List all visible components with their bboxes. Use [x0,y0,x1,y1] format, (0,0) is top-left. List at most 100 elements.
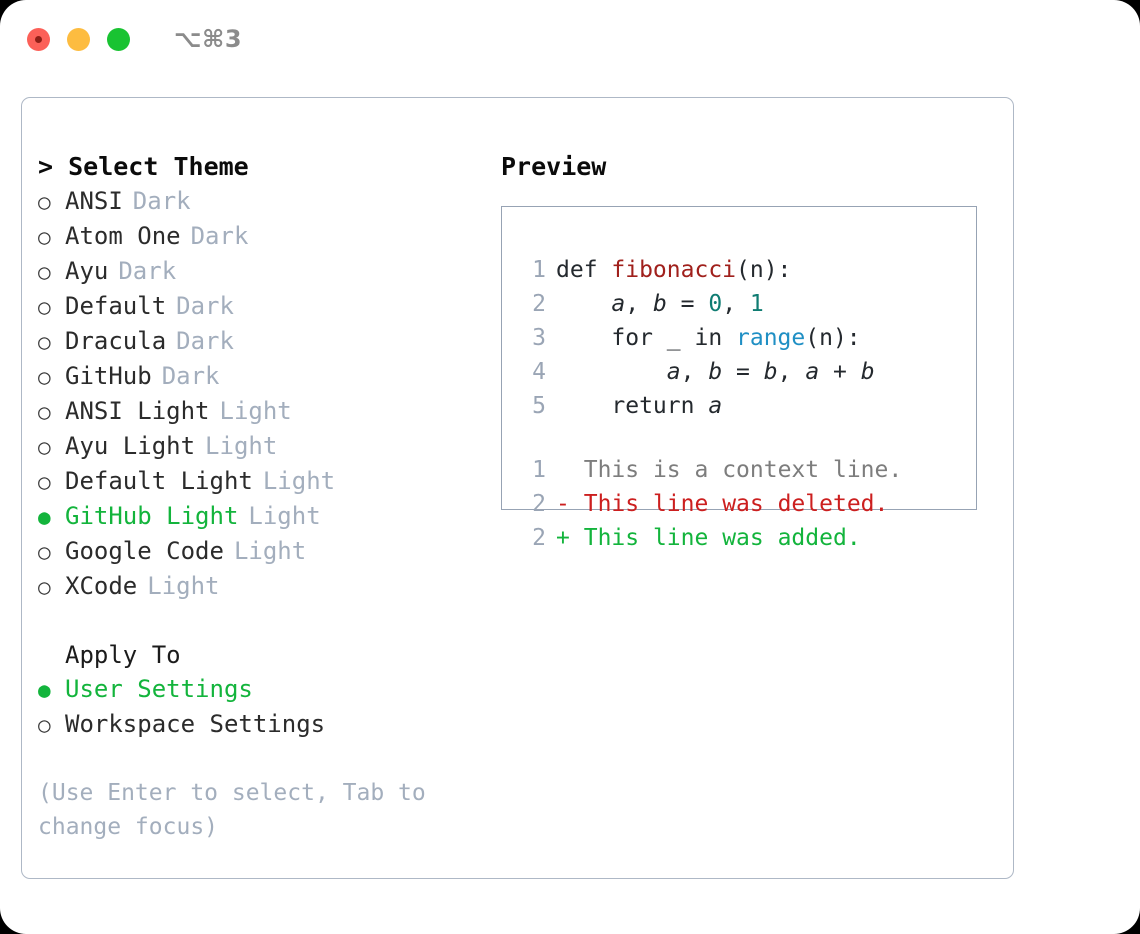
radio-unselected-icon: ○ [38,435,51,459]
line-number: 3 [532,325,546,351]
diff-line-text: This line was deleted. [583,491,889,517]
apply-to-heading: Apply To [65,641,181,669]
code-token-plain: , [722,291,750,317]
theme-variant-badge: Dark [118,257,177,285]
line-number: 5 [532,393,546,419]
code-diff-spacer [516,423,976,453]
radio-unselected-icon: ○ [38,260,51,284]
theme-option-label: Default [65,292,167,320]
theme-option-label: Ayu Light [65,432,196,460]
apply-to-option-label: Workspace Settings [65,710,326,738]
theme-option-label: Default Light [65,467,253,495]
radio-unselected-icon: ○ [38,190,51,214]
radio-unselected-icon: ○ [38,365,51,389]
radio-unselected-icon: ○ [38,575,51,599]
theme-option-xcode[interactable]: ○ XCode Light [38,569,488,604]
diff-line-text: This line was added. [583,525,861,551]
code-line: 2 a, b = 0, 1 [516,287,976,321]
line-number: 4 [532,359,546,385]
code-token-num: 1 [749,291,764,317]
diff-sample: 1 This is a context line. 2- This line wa… [516,453,976,555]
theme-option-ansi-light[interactable]: ○ ANSI Light Light [38,394,488,429]
code-line: 5 return a [516,389,976,423]
radio-unselected-icon: ○ [38,470,51,494]
radio-unselected-icon: ○ [38,400,51,424]
diff-marker-gap [570,525,584,551]
apply-to-option-workspace-settings[interactable]: ○ Workspace Settings [38,707,488,742]
theme-option-label: ANSI Light [65,397,210,425]
theme-variant-badge: Dark [132,187,191,215]
code-token-kw: return [556,393,709,419]
theme-option-default-light[interactable]: ○ Default Light Light [38,464,488,499]
code-line-content: a, b = b, a + b [556,355,875,389]
radio-unselected-icon: ○ [38,225,51,249]
code-token-var: b [763,359,778,385]
theme-variant-badge: Light [205,432,278,460]
code-token-plain [556,359,667,385]
theme-variant-badge: Light [219,397,292,425]
theme-option-label: GitHub Light [65,502,239,530]
diff-marker-gap [570,491,584,517]
line-number: 2 [532,291,546,317]
diff-line-deleted: 2- This line was deleted. [516,487,976,521]
minimize-window-button[interactable] [67,27,90,51]
diff-line-text: This is a context line. [583,457,903,483]
radio-selected-icon: ● [38,678,51,702]
line-number: 1 [532,257,546,283]
apply-to-option-user-settings[interactable]: ●User Settings [38,672,488,707]
code-token-fn: fibonacci [611,257,737,283]
theme-option-ayu-light[interactable]: ○ Ayu Light Light [38,429,488,464]
theme-option-dracula[interactable]: ○ Dracula Dark [38,324,488,359]
diff-marker-deleted: - [556,491,570,517]
code-token-var: b [652,291,667,317]
close-window-button[interactable] [27,27,50,51]
code-token-var: a [708,393,723,419]
theme-option-github[interactable]: ○ GitHub Dark [38,359,488,394]
select-theme-heading: > Select Theme [38,152,249,181]
theme-variant-badge: Dark [176,327,234,355]
keyboard-hint-text: (Use Enter to select, Tab to change focu… [38,780,426,840]
code-token-var: b [860,359,875,385]
radio-unselected-icon: ○ [38,713,51,737]
code-token-num: 0 [708,291,723,317]
theme-variant-badge: Dark [161,362,220,390]
theme-variant-badge: Light [147,572,220,600]
theme-variant-badge: Light [233,537,307,565]
line-number: 2 [532,525,546,551]
theme-option-label: Dracula [65,327,167,355]
title-bar: ⌥⌘3 [0,0,1140,78]
theme-variant-badge: Light [262,467,336,495]
radio-selected-icon: ● [38,505,51,529]
window-controls [27,27,130,51]
theme-option-label: Google Code [65,537,224,565]
code-token-plain: , [680,359,709,385]
diff-marker-gap [570,457,584,483]
maximize-window-button[interactable] [107,27,130,51]
code-token-kw: for _ in [556,325,737,351]
radio-unselected-icon: ○ [38,330,51,354]
code-token-var: a [611,291,626,317]
keyboard-shortcut-label: ⌥⌘3 [174,25,243,53]
code-token-plain: , [777,359,806,385]
line-number: 1 [532,457,546,483]
theme-option-label: XCode [65,572,138,600]
code-line-content: for _ in range(n): [556,321,860,355]
theme-variant-badge: Dark [190,222,249,250]
diff-line-added: 2+ This line was added. [516,521,976,555]
code-line: 4 a, b = b, a + b [516,355,976,389]
theme-option-label: GitHub [65,362,152,390]
code-token-plain: + [819,359,861,385]
